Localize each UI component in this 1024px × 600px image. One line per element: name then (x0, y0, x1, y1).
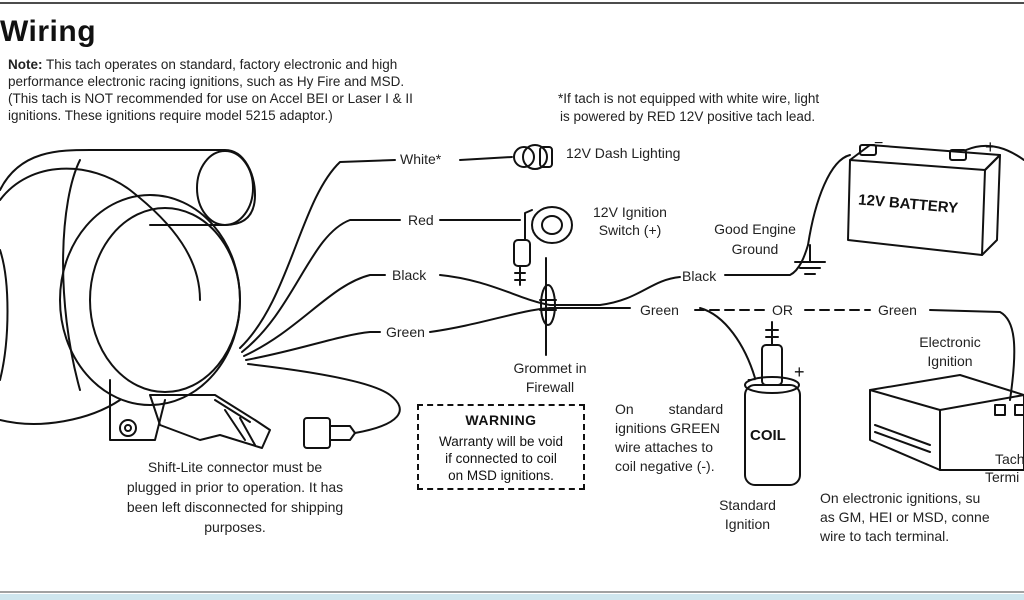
green-wire (245, 331, 381, 361)
wire-label-white: White* (400, 151, 442, 167)
black-through-grommet (439, 274, 681, 306)
warning-title: WARNING (465, 412, 537, 428)
wire-label-red: Red (408, 212, 434, 228)
coil-text: COIL (750, 427, 786, 444)
bottom-band (0, 594, 1024, 600)
ground-symbol-icon (794, 244, 826, 275)
standard-note-2: ignitions GREEN (615, 420, 721, 436)
label-engine-ground-1: Good Engine (714, 221, 796, 237)
battery-icon (847, 144, 1024, 256)
label-tach-terminal-2: Termi (985, 469, 1020, 485)
note-line-1: Note: This tach operates on standard, fa… (8, 56, 397, 73)
electronic-note-1: On electronic ignitions, su (820, 490, 981, 506)
warning-line-1: Warranty will be void (438, 434, 564, 449)
ignition-switch-icon (513, 206, 573, 286)
warning-line-2: if connected to coil (445, 451, 557, 466)
white-wire-footnote-2: is powered by RED 12V positive tach lead… (560, 109, 816, 124)
green-to-coil (699, 307, 756, 379)
electronic-note-3: wire to tach terminal. (820, 528, 950, 544)
note-line-4: ignitions. These ignitions require model… (8, 108, 333, 123)
black-to-ground (724, 244, 809, 276)
shift-lite-note-4: purposes. (204, 519, 266, 535)
wire-label-black: Black (392, 267, 427, 283)
label-electronic-ignition-1: Electronic (919, 334, 981, 350)
shift-lite-note-1: Shift-Lite connector must be (147, 459, 323, 475)
green-through-grommet (429, 307, 631, 333)
standard-note-1: On standard (615, 401, 724, 417)
tachometer-gauge (0, 149, 356, 449)
battery-minus: − (874, 135, 883, 152)
page-title: Wiring (0, 15, 97, 48)
label-electronic-ignition-2: Ignition (927, 353, 973, 369)
warning-line-3: on MSD ignitions. (448, 468, 554, 483)
coil-plus: + (794, 362, 805, 382)
coil-minus: − (747, 372, 756, 389)
label-standard-ignition-2: Ignition (724, 516, 771, 532)
electronic-ignition-module-icon (869, 374, 1024, 471)
standard-note-4: coil negative (-). (615, 458, 715, 474)
note-text: This tach operates on standard, factory … (46, 57, 398, 72)
note-label: Note: (8, 57, 43, 72)
label-grommet-1: Grommet in (513, 360, 587, 376)
label-standard-ignition-1: Standard (719, 497, 776, 513)
wire-label-green-coil: Green (640, 302, 679, 318)
green-to-tach-terminal (929, 309, 1016, 401)
note-line-3: (This tach is NOT recommended for use on… (8, 91, 413, 106)
shift-lite-note-3: been left disconnected for shipping (126, 499, 344, 515)
battery-plus: + (985, 137, 996, 157)
white-wire-footnote-1: *If tach is not equipped with white wire… (558, 91, 820, 106)
grommet (540, 284, 556, 326)
shift-lite-note-2: plugged in prior to operation. It has (126, 479, 344, 495)
wire-label-green: Green (386, 324, 425, 340)
label-tach-terminal-1: Tach (995, 451, 1024, 467)
wire-label-black-ground: Black (682, 268, 717, 284)
note-line-2: performance electronic racing ignitions,… (8, 74, 405, 89)
label-dash-lighting: 12V Dash Lighting (566, 145, 681, 161)
white-to-light (459, 156, 513, 161)
battery-ground-cable (807, 154, 851, 246)
battery-text: 12V BATTERY (858, 191, 959, 217)
wire-label-or: OR (772, 302, 793, 318)
dash-light-bulb-icon (513, 144, 553, 170)
black-wire (243, 274, 386, 357)
label-grommet-2: Firewall (525, 379, 575, 395)
warning-box: WARNING Warranty will be void if connect… (417, 404, 585, 490)
red-wire (241, 219, 401, 353)
wire-label-green-electronic: Green (878, 302, 917, 318)
shift-lite-wire (247, 363, 401, 434)
label-ignition-switch-2: Switch (+) (598, 222, 662, 238)
electronic-note-2: as GM, HEI or MSD, conne (820, 509, 990, 525)
label-ignition-switch-1: 12V Ignition (593, 204, 667, 220)
label-engine-ground-2: Ground (731, 241, 779, 257)
standard-note-3: wire attaches to (615, 439, 714, 455)
ignition-coil-icon (744, 321, 801, 486)
white-wire (239, 159, 396, 349)
